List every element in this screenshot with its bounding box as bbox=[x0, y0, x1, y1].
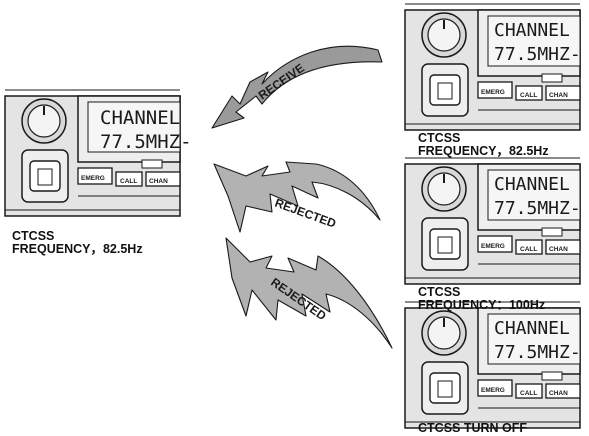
right-middle-caption: CTCSS FREQUENCY：100Hz bbox=[418, 286, 545, 312]
emerg-button-label: EMERG bbox=[81, 175, 105, 182]
lcd-right-middle: CHANNEL 77.5MHZ- EMERG CALL CHAN bbox=[481, 174, 581, 253]
caption-line2: FREQUENCY，82.5Hz bbox=[418, 144, 549, 158]
chan-button-label: CHAN bbox=[549, 246, 568, 253]
lcd-left: CHANNEL 77.5MHZ- EMERG CALL CHAN bbox=[81, 107, 192, 185]
rejected-label-1: REJECTED bbox=[273, 196, 338, 231]
chan-button-label: CHAN bbox=[149, 178, 168, 185]
rejected-arrow-1 bbox=[213, 161, 381, 233]
right-bottom-caption: CTCSS TURN OFF bbox=[418, 422, 527, 435]
chan-button-label: CHAN bbox=[549, 92, 568, 99]
caption-line2: FREQUENCY：100Hz bbox=[418, 298, 546, 312]
emerg-button-label: EMERG bbox=[481, 89, 505, 96]
display-line2: 77.5MHZ- bbox=[494, 342, 581, 363]
caption-line2: FREQUENCY，82.5Hz bbox=[12, 242, 143, 256]
call-button-label: CALL bbox=[520, 92, 537, 99]
lcd-right-top: CHANNEL 77.5MHZ- EMERG CALL CHAN bbox=[481, 20, 581, 99]
rejected-arrow-2 bbox=[225, 237, 393, 349]
display-line1: CHANNEL bbox=[494, 20, 570, 41]
display-line1: CHANNEL bbox=[494, 318, 570, 339]
emerg-button-label: EMERG bbox=[481, 387, 505, 394]
call-button-label: CALL bbox=[520, 246, 537, 253]
receive-arrow bbox=[211, 45, 383, 129]
display-line1: CHANNEL bbox=[494, 174, 570, 195]
call-button-label: CALL bbox=[520, 390, 537, 397]
chan-button-label: CHAN bbox=[549, 390, 568, 397]
lcd-right-bottom: CHANNEL 77.5MHZ- EMERG CALL CHAN bbox=[481, 318, 581, 397]
display-line2: 77.5MHZ- bbox=[494, 44, 581, 65]
right-top-caption: CTCSS FREQUENCY，82.5Hz bbox=[418, 132, 549, 158]
display-line1: CHANNEL bbox=[100, 107, 180, 129]
call-button-label: CALL bbox=[120, 178, 137, 185]
caption-line1: CTCSS TURN OFF bbox=[418, 421, 528, 435]
display-line2: 77.5MHZ- bbox=[494, 198, 581, 219]
caption-line1: CTCSS bbox=[418, 285, 461, 299]
left-radio-caption: CTCSS FREQUENCY，82.5Hz bbox=[12, 230, 143, 256]
display-line2: 77.5MHZ- bbox=[100, 131, 192, 153]
caption-line1: CTCSS bbox=[418, 131, 461, 145]
caption-line1: CTCSS bbox=[12, 229, 55, 243]
emerg-button-label: EMERG bbox=[481, 243, 505, 250]
